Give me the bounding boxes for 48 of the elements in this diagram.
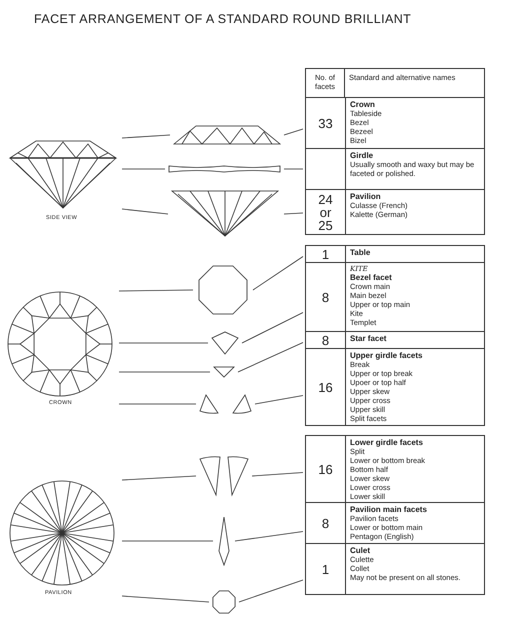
connector-line xyxy=(118,342,208,344)
connector-line xyxy=(242,312,304,344)
facet-name: Lower girdle facets xyxy=(350,438,424,447)
connector-line xyxy=(122,208,168,214)
facet-count: 1 xyxy=(322,248,330,260)
table-row xyxy=(305,262,485,332)
connector-line xyxy=(122,596,210,602)
table-row xyxy=(305,245,485,263)
facet-count: 8 xyxy=(322,290,330,304)
connector-line xyxy=(252,472,304,476)
connector-line xyxy=(252,256,304,290)
connector-line xyxy=(254,395,304,404)
connector-line xyxy=(284,168,304,170)
table-row xyxy=(305,348,485,426)
connector-line xyxy=(234,531,304,542)
table-row xyxy=(305,435,485,503)
connector-line xyxy=(122,168,166,170)
facet-name: Culet xyxy=(350,546,371,555)
connector-line xyxy=(118,290,194,292)
connector-line xyxy=(238,342,304,372)
table-row xyxy=(305,148,485,190)
facet-name: Table xyxy=(350,248,370,257)
facet-count: 16 xyxy=(318,462,333,476)
facet-count: 1 xyxy=(322,562,330,576)
connector-line xyxy=(122,476,196,480)
facet-count: 33 xyxy=(318,116,333,130)
facet-name: Pavilion xyxy=(350,192,382,201)
connector-line xyxy=(284,212,304,214)
facet-name: Upper girdle facets xyxy=(350,351,422,360)
facet-count: 8 xyxy=(322,516,330,530)
facet-name: Pavilion main facets xyxy=(350,505,427,514)
connector-line xyxy=(238,580,304,602)
facet-count: 16 xyxy=(318,380,333,394)
facet-count: 8 xyxy=(322,334,330,346)
connector-line xyxy=(122,134,170,138)
diagram-title: FACET ARRANGEMENT OF A STANDARD ROUND BRILLIANT xyxy=(34,12,412,26)
facet-name: Girdle xyxy=(350,151,374,160)
facet-name: Crown xyxy=(350,100,376,109)
table-row xyxy=(305,189,485,235)
table-row xyxy=(305,331,485,349)
facet-count: 24 or 25 xyxy=(318,192,333,232)
facet-name: Star facet xyxy=(350,334,386,343)
table-row xyxy=(305,97,485,149)
connector-line xyxy=(284,128,304,136)
facet-name: Bezel facet xyxy=(350,273,393,282)
table-row xyxy=(305,543,485,595)
connector-line xyxy=(122,540,214,542)
table-row xyxy=(305,502,485,544)
